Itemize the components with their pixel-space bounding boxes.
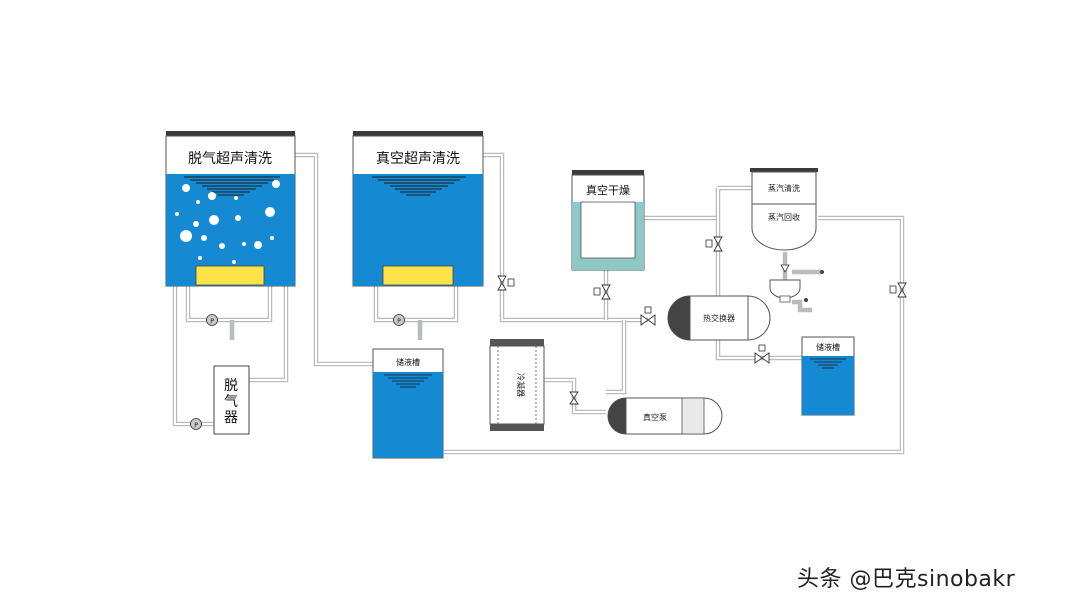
condenser-label: 冷凝器: [516, 373, 526, 397]
valve-condenser: [569, 391, 579, 405]
degasser: 脱 气 器: [213, 365, 250, 435]
steam-separator: [769, 279, 801, 299]
heat-exchanger-label: 热交换器: [703, 313, 735, 323]
valve-vacuum-tank-outlet: [497, 275, 515, 291]
storage-tank-left-waves: [384, 374, 432, 388]
degasser-label-char-2: 气: [224, 394, 238, 410]
degasser-label-char-1: 脱: [224, 378, 238, 394]
watermark-text: 头条 @巴克sinobakr: [797, 567, 1016, 592]
valve-exchanger-inlet: [640, 306, 656, 326]
heat-exchanger: 热交换器: [667, 295, 771, 341]
pipe-network: [172, 152, 905, 455]
pipe-steam-supply: [715, 185, 752, 300]
storage-tank-right-waves: [810, 358, 846, 369]
vacuum-ultrasonic-tank: 真空超声清洗: [352, 131, 484, 287]
steam-wash-label: 蒸汽清洗: [768, 183, 800, 193]
valve-storage-right: [754, 344, 770, 364]
degas-ultrasonic-waves: [184, 176, 280, 196]
pipe-vacuum-circulation: [373, 286, 459, 323]
steam-recovery-label: 蒸汽回收: [768, 212, 800, 222]
valve-steam-supply: [705, 236, 723, 252]
vacuum-pump: 真空泵: [607, 397, 723, 435]
storage-tank-right-label: 储液槽: [816, 342, 840, 352]
pump-vacuum-loop: P: [393, 314, 405, 326]
storage-tank-left: 储液槽: [372, 348, 444, 459]
vacuum-dryer: 真空干燥: [571, 170, 645, 271]
pipe-degas-circulation: [185, 286, 273, 323]
storage-tank-right: 储液槽: [801, 336, 855, 416]
degas-ultrasonic-tank: 脱气超声清洗: [165, 131, 296, 287]
degas-bubbles: [175, 180, 280, 264]
vacuum-transducer: [382, 265, 454, 286]
vacuum-dryer-label: 真空干燥: [586, 183, 630, 197]
condenser: 冷凝器: [489, 339, 545, 431]
pump-symbol: P: [194, 422, 198, 429]
dryer-basket: [580, 201, 636, 259]
steam-vessel: 蒸汽清洗 蒸汽回收: [750, 168, 824, 303]
pipe-recovery-side-2: [792, 299, 812, 313]
pipe-to-vacuum-pump: [606, 320, 627, 395]
storage-tank-left-label: 储液槽: [396, 357, 420, 367]
degas-tank-label: 脱气超声清洗: [188, 151, 272, 167]
vacuum-ultrasonic-waves: [372, 176, 466, 196]
degasser-label-char-3: 器: [224, 410, 238, 426]
pump-degasser-loop: P: [190, 418, 202, 430]
vacuum-tank-label: 真空超声清洗: [376, 151, 460, 167]
pipe-to-degasser: [172, 286, 214, 427]
degas-transducer: [195, 265, 265, 286]
pump-degas-loop: P: [206, 314, 218, 326]
vacuum-pump-label: 真空泵: [643, 412, 667, 422]
pump-symbol: P: [397, 318, 401, 325]
valve-return-line: [889, 282, 907, 298]
pump-symbol: P: [210, 318, 214, 325]
pipe-from-degasser: [248, 286, 289, 383]
valve-dryer-outlet: [593, 284, 611, 300]
